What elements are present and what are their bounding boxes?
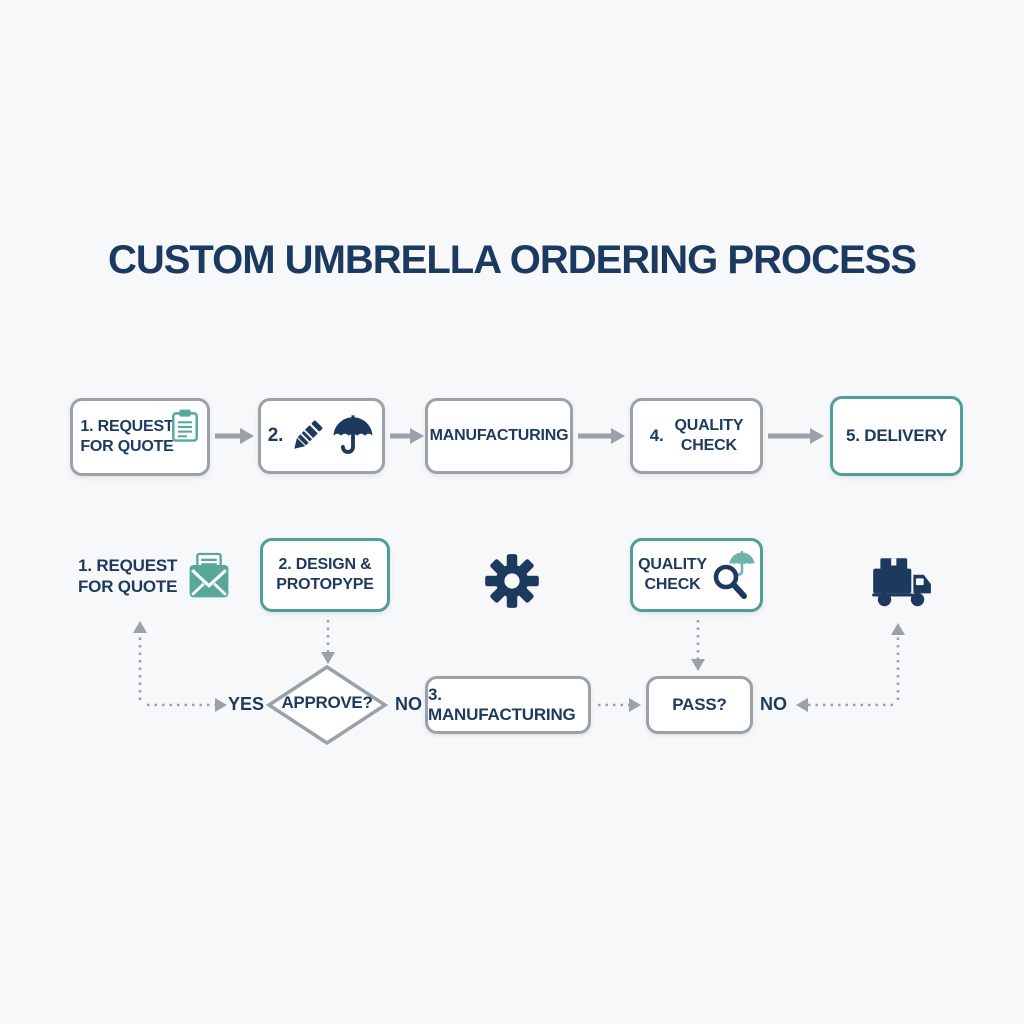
step-box-quality-check: 4. QUALITY CHECK xyxy=(630,398,763,474)
design-line2: PROTOPYPE xyxy=(276,576,374,593)
flow-arrow xyxy=(390,428,424,444)
manufacturing-box: 3. MANUFACTURING xyxy=(425,676,591,734)
step4-line2: CHECK xyxy=(680,437,737,454)
step2-number: 2. xyxy=(267,425,284,446)
pencil-icon xyxy=(288,417,326,455)
mid-request-line2: FOR QUOTE xyxy=(78,577,178,596)
quality-line2: CHECK xyxy=(644,576,701,593)
envelope-icon xyxy=(187,552,231,600)
quality-check-box: QUALITY CHECK xyxy=(630,538,763,612)
yes-label: YES xyxy=(228,694,265,714)
umbrella-icon xyxy=(331,414,375,458)
step-box-delivery: 5. DELIVERY xyxy=(830,396,963,476)
no-label-left: NO xyxy=(395,694,422,714)
step1-line2: FOR QUOTE xyxy=(80,438,174,455)
gear-icon xyxy=(484,553,540,609)
magnifier-umbrella-icon xyxy=(711,548,761,602)
request-quote-label: 1. REQUEST FOR QUOTE xyxy=(78,552,231,600)
clipboard-icon xyxy=(170,408,200,444)
step4-number: 4. xyxy=(649,426,664,445)
design-line1: 2. DESIGN & xyxy=(278,556,372,573)
step1-line1: 1. REQUEST xyxy=(80,418,174,435)
design-prototype-box: 2. DESIGN & PROTOPYPE xyxy=(260,538,390,612)
step4-line1: QUALITY xyxy=(674,417,744,434)
pass-label: PASS? xyxy=(672,695,727,714)
step-box-design: 2. xyxy=(258,398,385,474)
flow-arrow xyxy=(768,428,824,444)
flow-arrow xyxy=(578,428,625,444)
approve-label: APPROVE? xyxy=(281,693,373,712)
mid-request-line1: 1. REQUEST xyxy=(78,555,178,575)
quality-line1: QUALITY xyxy=(638,556,707,573)
step-box-manufacturing: MANUFACTURING xyxy=(425,398,573,474)
step-box-request-quote: 1. REQUEST FOR QUOTE xyxy=(70,398,210,476)
step5-label: 5. DELIVERY xyxy=(845,426,948,445)
flow-arrow xyxy=(215,428,254,444)
page-title: CUSTOM UMBRELLA ORDERING PROCESS xyxy=(107,238,917,282)
manufacturing-label: 3. MANUFACTURING xyxy=(428,685,576,724)
step3-label: MANUFACTURING xyxy=(429,427,569,444)
delivery-truck-icon xyxy=(868,556,934,608)
pass-box: PASS? xyxy=(646,676,753,734)
no-label-right: NO xyxy=(760,694,787,714)
